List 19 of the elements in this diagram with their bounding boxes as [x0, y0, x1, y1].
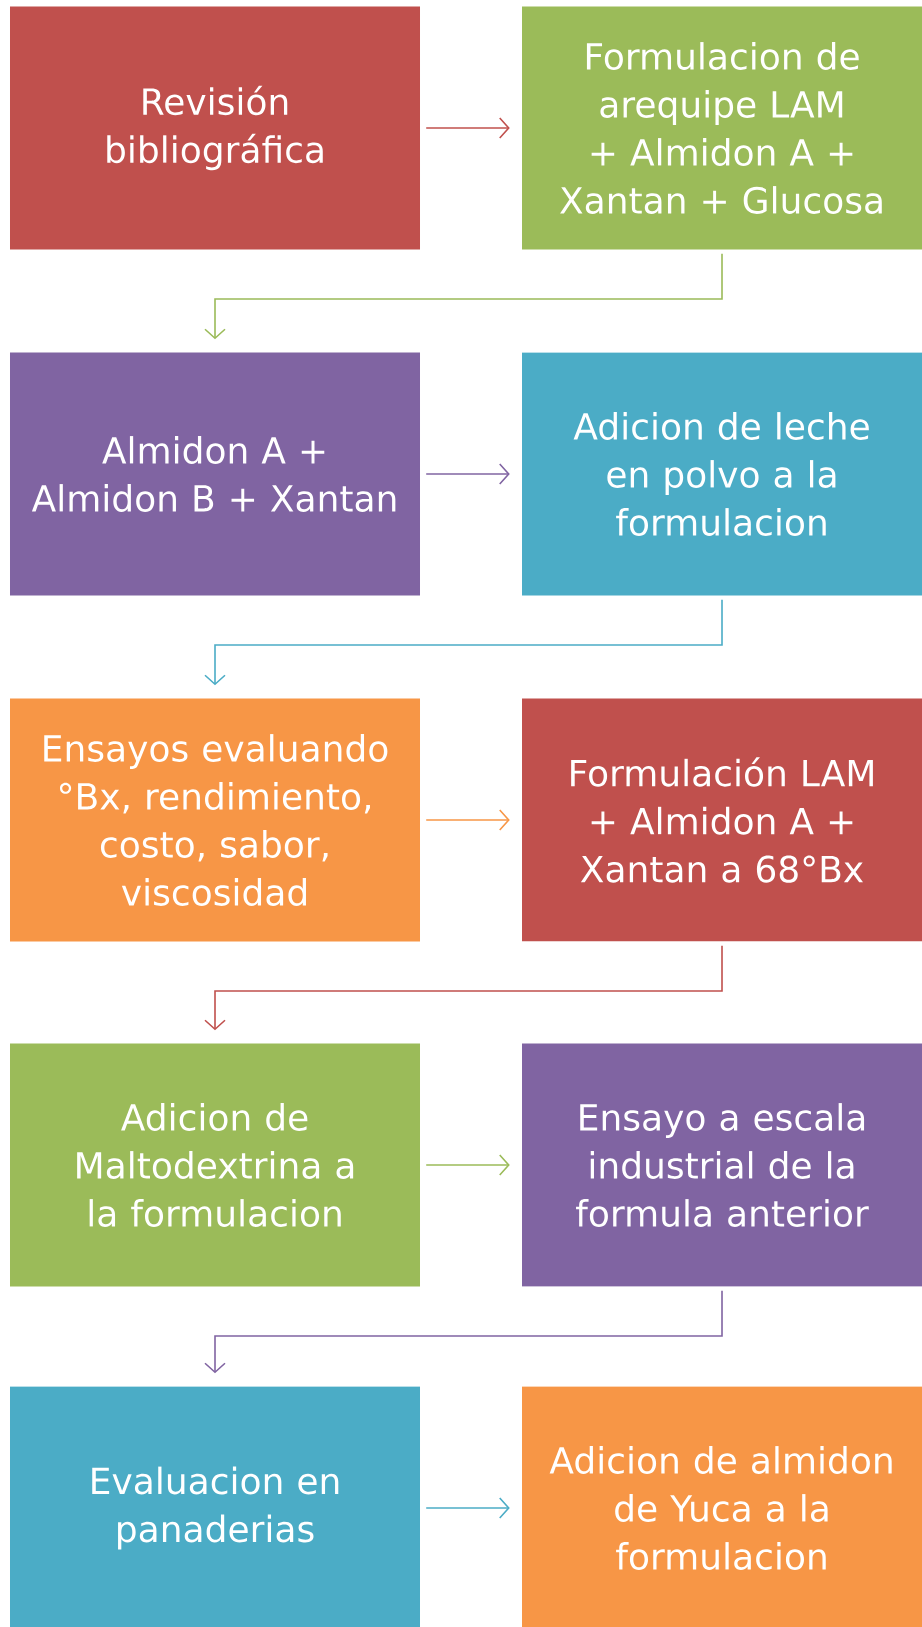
- process-box: Adicion de Maltodextrina a la formulacion: [10, 1043, 420, 1287]
- process-box: Adicion de almidon de Yuca a la formulacion: [522, 1386, 922, 1627]
- process-box: Adicion de leche en polvo a la formulacion: [522, 352, 922, 596]
- process-box: Revisión bibliográfica: [10, 6, 420, 250]
- arrow: [204, 944, 723, 1031]
- arrow: [204, 252, 723, 340]
- process-box: Ensayo a escala industrial de la formula anterior: [522, 1043, 922, 1287]
- process-box: Almidon A + Almidon B + Xantan: [10, 352, 420, 596]
- process-box: Ensayos evaluando °Bx, rendimiento, costo, sabor, viscosidad: [10, 698, 420, 942]
- arrow: [425, 809, 510, 831]
- arrow: [425, 1497, 510, 1519]
- arrow: [204, 598, 723, 686]
- arrow: [204, 1289, 723, 1374]
- process-box: Formulacion de arequipe LAM + Almidon A + Xantan + Glucosa: [522, 6, 922, 250]
- process-box: Evaluacion en panaderias: [10, 1386, 420, 1627]
- arrow: [425, 1154, 510, 1176]
- arrow: [425, 463, 510, 485]
- arrow: [425, 117, 510, 139]
- process-box: Formulación LAM + Almidon A + Xantan a 68°Bx: [522, 698, 922, 942]
